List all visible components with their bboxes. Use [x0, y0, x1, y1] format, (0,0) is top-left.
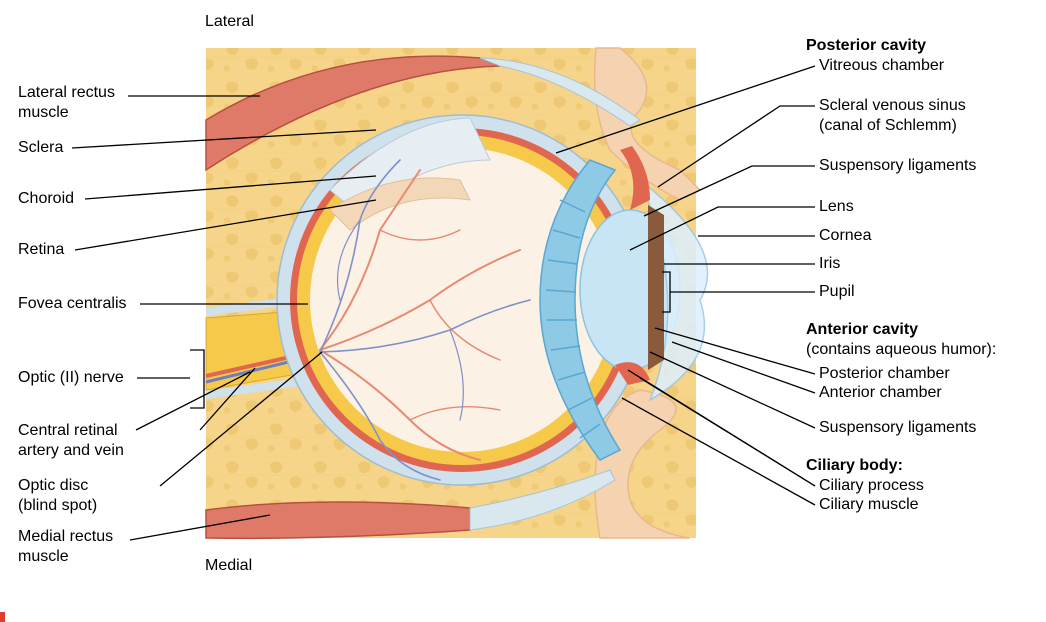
cornea-shape [638, 177, 709, 402]
label-central-retinal: Central retinal artery and vein [18, 421, 124, 461]
label-scleral-venous-sinus: Scleral venous sinus (canal of Schlemm) [819, 96, 966, 136]
label-central-retinal-line1: Central retinal [18, 422, 118, 439]
label-sclera: Sclera [18, 139, 64, 156]
retinal-vessels [319, 159, 531, 481]
label-scleral-sinus-line1: Scleral venous sinus [819, 97, 966, 114]
label-ciliary-body: Ciliary body: [806, 457, 903, 474]
label-iris: Iris [819, 255, 841, 272]
label-lens: Lens [819, 198, 854, 215]
label-anterior-cavity: Anterior cavity [806, 321, 919, 338]
leader-lines-right [555, 65, 816, 506]
label-ciliary-process: Ciliary process [819, 477, 924, 494]
iris-shape [648, 205, 664, 370]
label-medial-rectus: Medial rectus muscle [18, 527, 113, 567]
label-optic-disc: Optic disc (blind spot) [18, 476, 97, 516]
label-medial-rectus-line2: muscle [18, 548, 69, 565]
label-fovea-centralis: Fovea centralis [18, 295, 127, 312]
ciliary-body-shape [539, 159, 622, 461]
label-central-retinal-line2: artery and vein [18, 442, 124, 459]
label-suspensory-ligaments-upper: Suspensory ligaments [819, 157, 977, 174]
label-posterior-cavity: Posterior cavity [806, 37, 927, 54]
medial-orientation-label: Medial [205, 557, 253, 574]
label-retina: Retina [18, 241, 65, 258]
leader-lines-left [71, 95, 377, 541]
label-ciliary-muscle: Ciliary muscle [819, 496, 919, 513]
label-posterior-chamber: Posterior chamber [819, 365, 950, 382]
label-cornea: Cornea [819, 227, 872, 244]
corner-accent-mark [0, 612, 5, 622]
label-optic-nerve: Optic (II) nerve [18, 369, 124, 386]
label-optic-disc-line2: (blind spot) [18, 497, 98, 514]
vitreous-chamber-shape [310, 148, 614, 452]
label-anterior-chamber: Anterior chamber [819, 384, 942, 401]
label-pupil: Pupil [819, 283, 855, 300]
label-scleral-sinus-line2: (canal of Schlemm) [819, 117, 957, 134]
label-lateral-rectus: Lateral rectus muscle [18, 83, 115, 123]
lateral-orientation-label: Lateral [205, 13, 254, 30]
label-anterior-cavity-note: (contains aqueous humor): [806, 341, 997, 358]
label-vitreous-chamber: Vitreous chamber [819, 57, 945, 74]
label-lateral-rectus-line1: Lateral rectus [18, 84, 115, 101]
label-optic-disc-line1: Optic disc [18, 477, 89, 494]
medial-rectus-muscle-shape [205, 501, 471, 540]
label-choroid: Choroid [18, 190, 75, 207]
label-medial-rectus-line1: Medial rectus [18, 528, 114, 545]
label-suspensory-ligaments-lower: Suspensory ligaments [819, 419, 977, 436]
label-lateral-rectus-line2: muscle [18, 104, 69, 121]
